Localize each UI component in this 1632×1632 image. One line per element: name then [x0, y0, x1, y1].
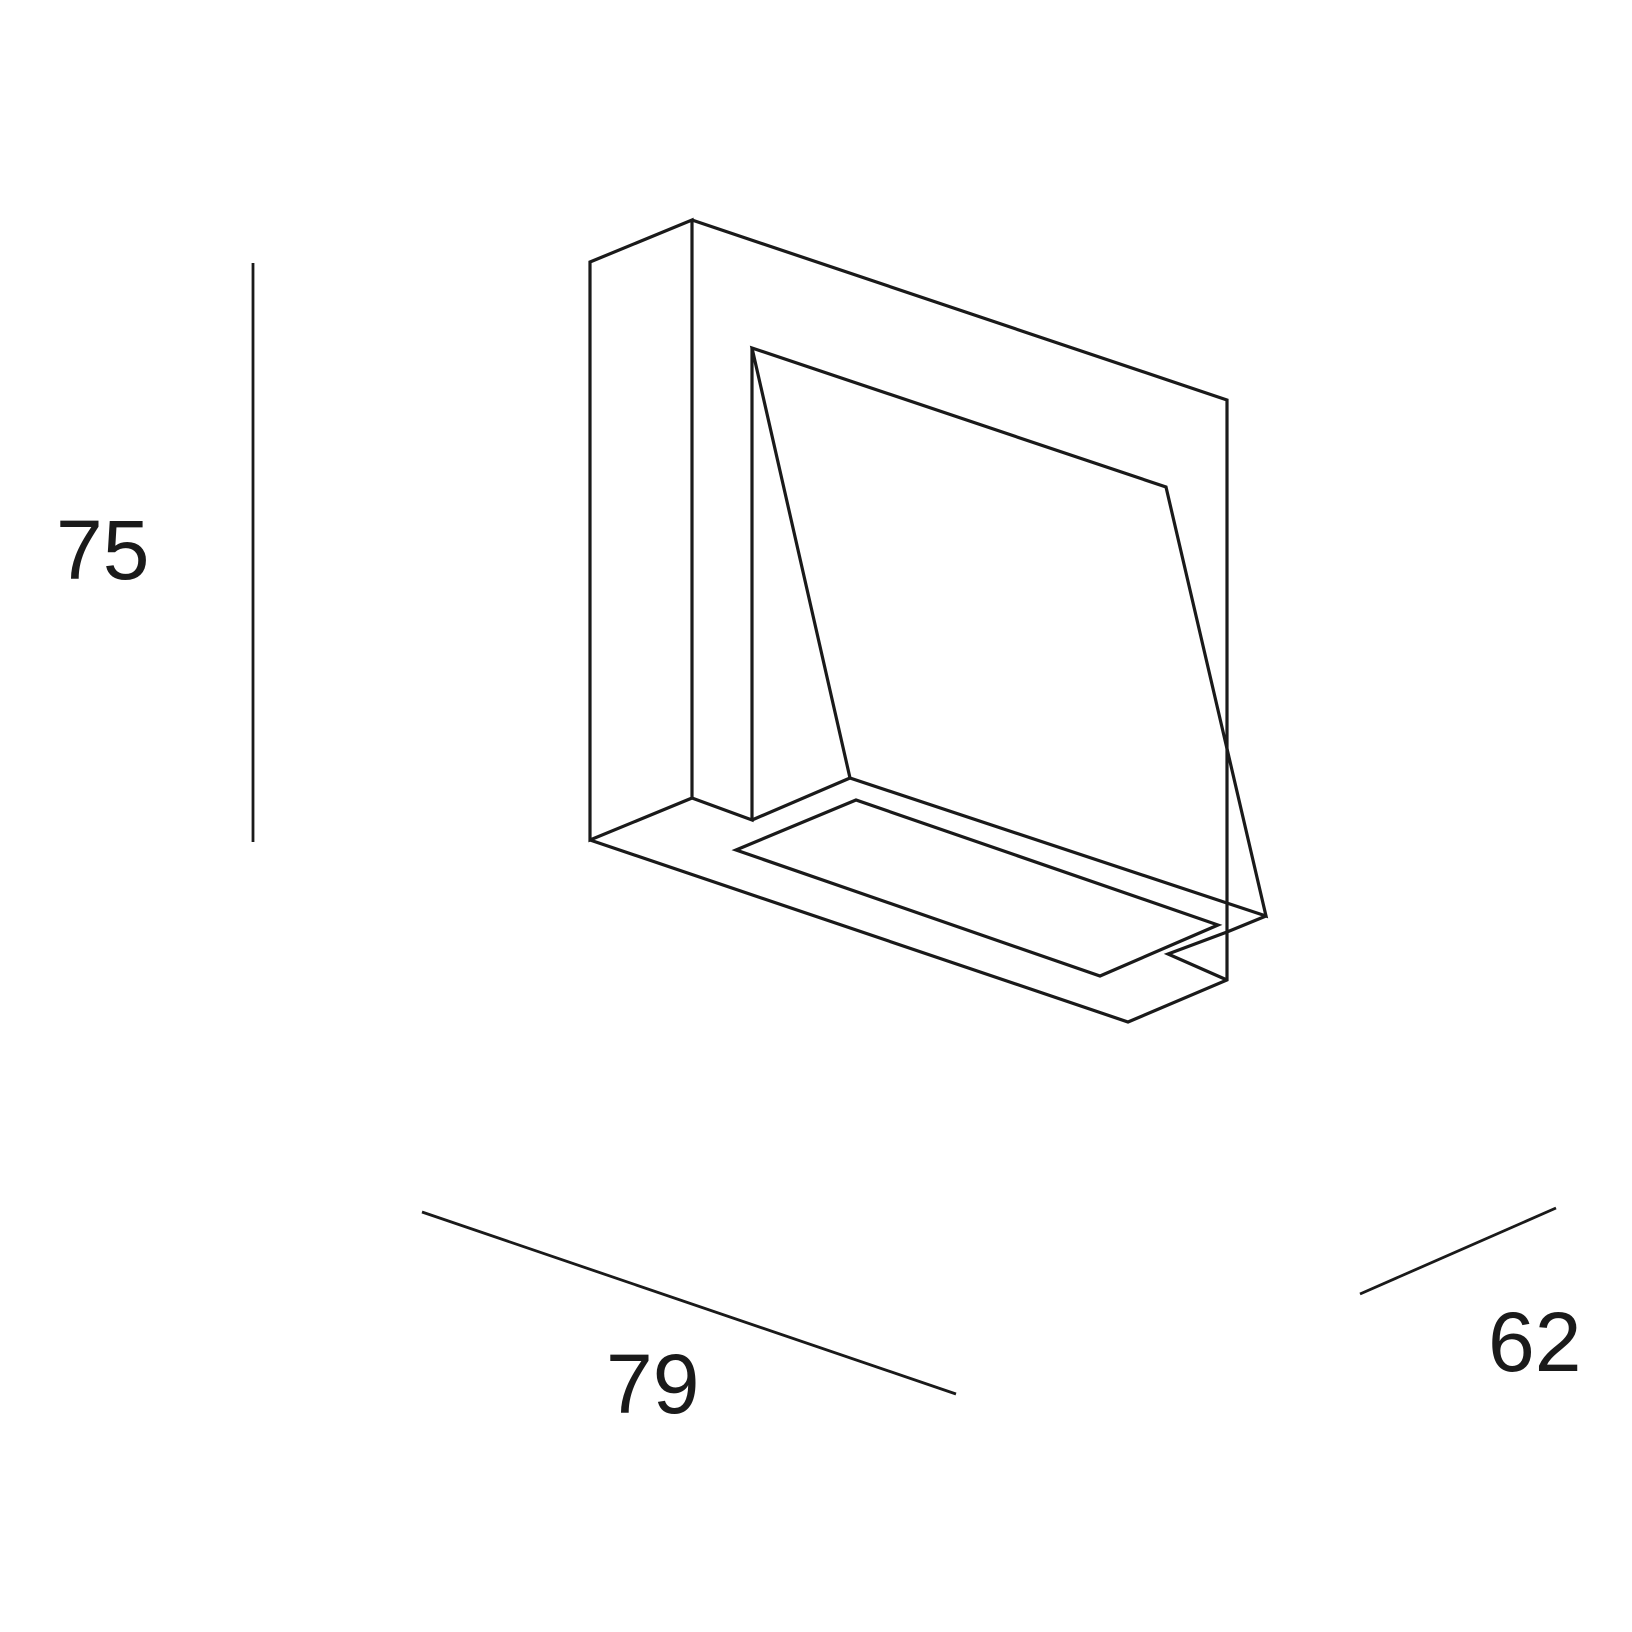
width-dimension-label: 79 — [606, 1337, 700, 1431]
cover-face — [749, 345, 1269, 919]
housing-top-edge — [691, 218, 1229, 922]
width-dimension-line — [421, 1210, 957, 1396]
housing-left-side — [588, 217, 694, 843]
housing-inner-return — [691, 348, 754, 823]
height-dimension-label: 75 — [56, 503, 150, 597]
depth-dimension-line — [1359, 1206, 1557, 1296]
housing-outline — [588, 217, 1229, 1024]
light-slot — [731, 798, 1267, 982]
cover-base-edge — [751, 776, 851, 822]
angled-cover — [749, 345, 1269, 919]
depth-dimension-label: 62 — [1488, 1295, 1582, 1389]
slot-outline — [731, 798, 1223, 978]
slot-step — [1163, 914, 1267, 982]
housing-bottom-edge — [589, 838, 1229, 1024]
